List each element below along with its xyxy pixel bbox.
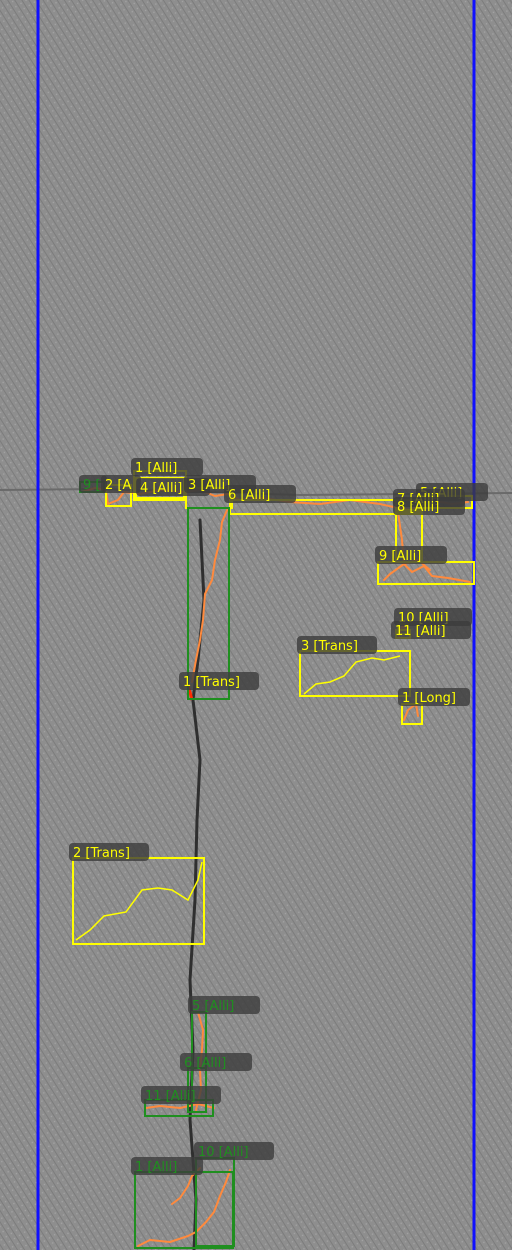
detection-label-d17: 5 [Alli] [188,996,260,1014]
detection-label-d20: 10 [Alli] [194,1142,274,1160]
detection-label-d3: 2 [A [101,475,141,493]
detection-label-d13: 3 [Trans] [297,636,377,654]
detection-label-d6: 6 [Alli] [224,485,296,503]
label-text: 3 [Alli] [188,478,230,493]
detection-label-d21: 1 [Alli] [131,1157,203,1175]
label-text: 1 [Alli] [135,1160,177,1175]
detection-label-d15: 1 [Trans] [179,672,259,690]
detection-label-d16: 2 [Trans] [69,843,149,861]
trace-vertical-left [191,507,229,683]
detection-label-d14: 1 [Long] [398,688,470,706]
label-background [101,475,141,493]
label-background [131,1157,203,1175]
label-text: 1 [Trans] [183,675,240,690]
label-background [131,458,203,476]
label-text: 4 [Alli] [140,481,182,496]
label-text: 10 [Alli] [198,1145,249,1160]
profile-trans-2 [75,861,203,941]
detection-label-d9: 8 [Alli] [393,497,465,515]
label-background [180,1053,252,1071]
label-background [297,636,377,654]
detection-label-d19: 11 [Alli] [141,1086,221,1104]
label-text: 6 [Alli] [184,1056,226,1071]
label-text: 5 [Alli] [192,999,234,1014]
label-background [188,996,260,1014]
label-text: 1 [Long] [402,691,456,706]
label-text: 1 [Alli] [135,461,177,476]
trace-lower-horizontal [145,1103,215,1109]
detection-label-d18: 6 [Alli] [180,1053,252,1071]
detection-label-d1: 1 [Alli] [131,458,203,476]
label-background [194,1142,274,1160]
label-background [224,485,296,503]
label-background [141,1086,221,1104]
label-text: 11 [Alli] [145,1089,196,1104]
label-text: 8 [Alli] [397,500,439,515]
detection-labels: 1 [Alli]9 [2 [A4 [Alli]3 [Alli]6 [Alli]5… [69,458,488,1175]
detection-label-d10: 9 [Alli] [375,546,447,564]
label-background [375,546,447,564]
label-background [393,497,465,515]
box-d15 [187,507,230,700]
label-text: 2 [A [105,478,131,493]
detection-label-d12: 11 [Alli] [391,621,471,639]
label-text: 9 [ [83,478,100,493]
label-background [391,621,471,639]
label-background [69,843,149,861]
label-text: 2 [Trans] [73,846,130,861]
label-text: 3 [Trans] [301,639,358,654]
label-text: 11 [Alli] [395,624,446,639]
label-background [79,475,107,493]
profile-trans-3 [303,655,401,695]
label-background [179,672,259,690]
label-text: 9 [Alli] [379,549,421,564]
label-text: 6 [Alli] [228,488,270,503]
trace-long-small [403,703,419,721]
label-background [398,688,470,706]
detection-label-d2: 9 [ [79,475,107,493]
